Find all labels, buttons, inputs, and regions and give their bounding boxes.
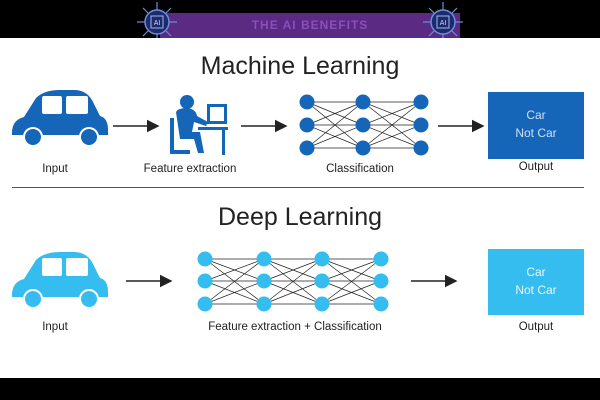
dl-car-icon (12, 252, 108, 309)
dl-output-label: Output (518, 321, 554, 333)
dl-combined-label: Feature extraction + Classification (208, 321, 382, 333)
dl-output-car: Car (526, 265, 546, 279)
ml-output-label: Output (518, 161, 554, 173)
diagram-graphics (12, 90, 485, 312)
diagram-panel: Machine Learning Deep Learning Input Fea… (0, 38, 600, 378)
dl-title: Deep Learning (217, 203, 382, 231)
ml-car-icon (12, 90, 108, 147)
ai-chip-icon-right: AI (423, 2, 463, 42)
ml-output-not-car: Not Car (515, 126, 557, 140)
person-at-desk-icon (170, 95, 228, 155)
dl-neural-network (197, 251, 389, 312)
ml-feature-label: Feature extraction (143, 163, 237, 175)
dl-output-box: Car Not Car (488, 249, 584, 315)
badge-right-text: AI (440, 20, 447, 27)
badge-left-text: AI (154, 20, 161, 27)
ml-output-car: Car (526, 108, 546, 122)
ml-neural-network (299, 94, 429, 156)
ml-title: Machine Learning (200, 52, 400, 80)
ai-chip-icon-left: AI (137, 2, 177, 42)
ml-input-label: Input (42, 163, 68, 175)
dl-output-not-car: Not Car (515, 283, 557, 297)
ml-classification-label: Classification (326, 163, 394, 175)
ml-output-box: Car Not Car (488, 92, 584, 159)
banner-title: THE AI BENEFITS (251, 18, 369, 32)
dl-input-label: Input (42, 321, 68, 333)
section-divider (12, 187, 584, 188)
banner-bar (160, 13, 460, 38)
bottom-bar (0, 378, 600, 400)
